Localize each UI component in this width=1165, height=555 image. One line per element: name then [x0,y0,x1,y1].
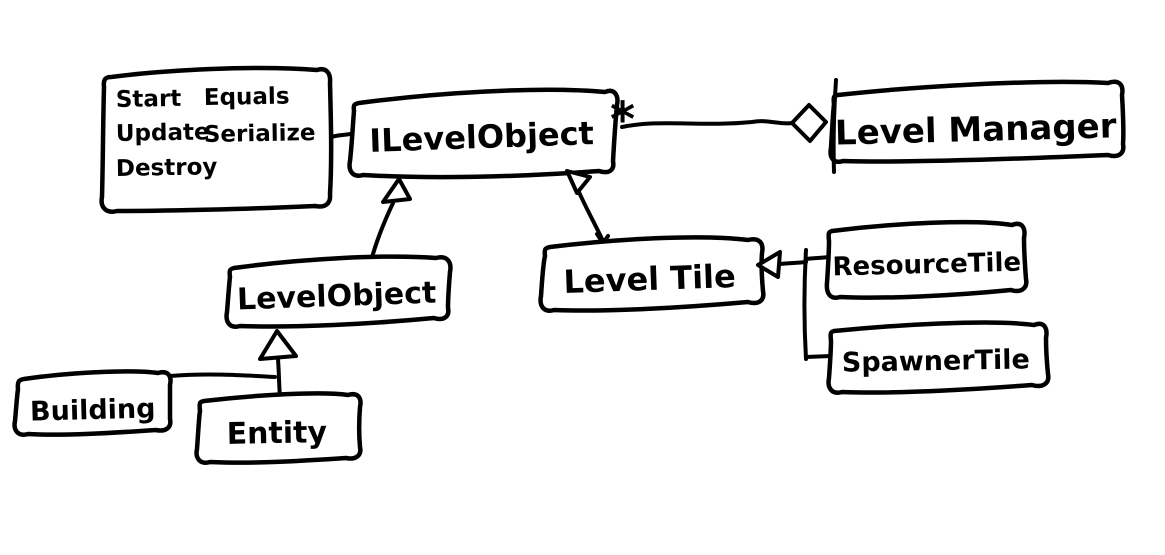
edge-resourcetile-stub [804,255,831,261]
ilevelobject-box [347,87,620,180]
inheritance-triangle-levelobject-icon [381,177,412,204]
aggregation-multiplicity-star: * [610,92,635,148]
entity-label: Entity [226,415,327,452]
labels-layer: Start Update Destroy Equals Serialize IL… [30,84,1118,452]
inheritance-triangle-tiles-icon [756,250,782,279]
resourcetile-label: ResourceTile [832,248,1021,283]
methods-note-box [99,65,334,214]
methods-label-equals: Equals [204,84,290,111]
building-label: Building [30,393,156,427]
ilevelobject-label: ILevelObject [369,114,595,160]
methods-label-destroy: Destroy [116,154,218,182]
entity-box [194,391,363,465]
methods-label-serialize: Serialize [204,120,316,148]
methods-label-start: Start [116,86,182,113]
inheritance-triangle-building-entity-icon [258,329,298,361]
levelobject-label: LevelObject [236,276,436,318]
levelmanager-label: Level Manager [834,106,1117,153]
spawnertile-label: SpawnerTile [842,344,1031,378]
resourcetile-box [824,219,1029,300]
methods-label-update: Update [116,119,210,147]
edge-building-line [168,372,277,379]
leveltile-label: Level Tile [563,257,736,301]
building-parent-box spawnertile-box [826,320,1051,395]
arrowheads-layer [258,103,828,361]
nodes-layer [12,65,1126,465]
edge-leveltile-to-ilevelobject [576,188,605,243]
edge-aggregation-line [620,119,794,129]
levelobject-box [224,254,453,329]
edge-entity-vertical [276,357,282,400]
edge-tiles-vertical [802,248,808,361]
building-box [12,369,173,437]
leveltile-box [538,235,766,313]
edge-levelobject-to-ilevelobject [369,201,395,263]
levelmanager-left-edge-stroke [831,78,838,174]
edge-spawnertile-stub [804,354,833,359]
inheritance-triangle-leveltile-icon [565,169,592,195]
edge-tiles-connector [778,260,808,266]
aggregation-diamond-icon [790,103,828,143]
